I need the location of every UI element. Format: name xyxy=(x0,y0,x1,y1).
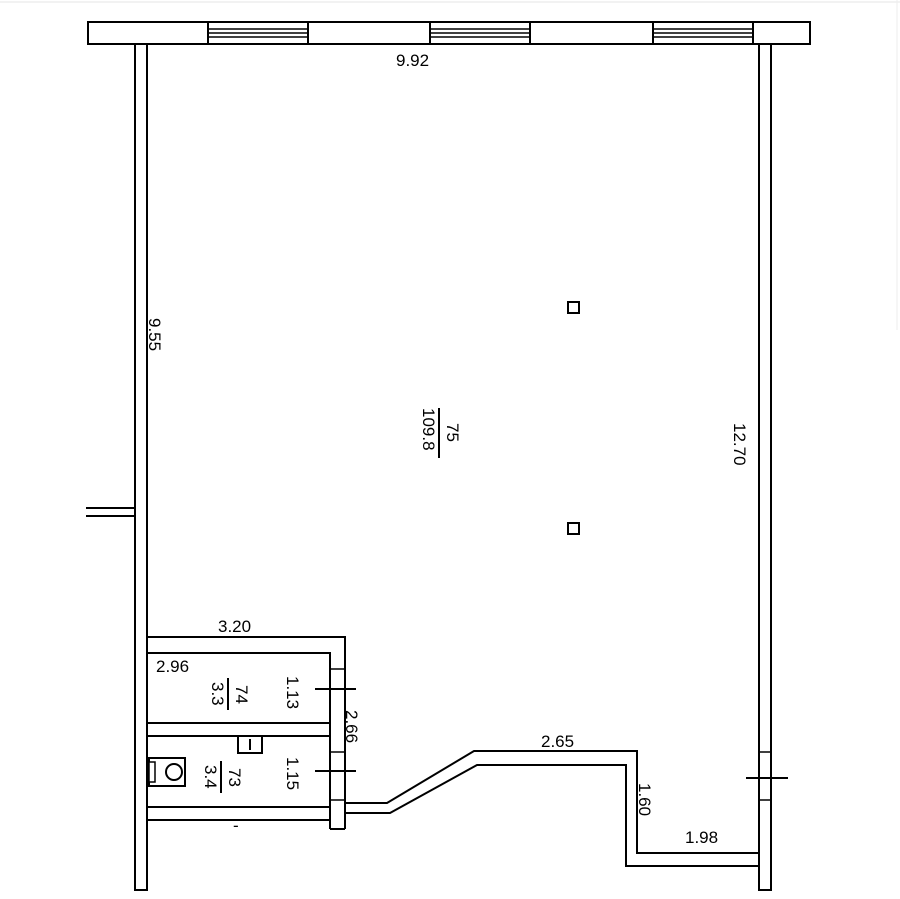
column-icon-upper xyxy=(567,301,580,314)
dim-left-wall: 9.55 xyxy=(145,318,164,351)
block-side-ticks xyxy=(330,668,345,801)
room-label-main: 75 109.8 xyxy=(419,408,462,458)
room73-number: 73 xyxy=(225,768,244,787)
room-main-number: 75 xyxy=(443,423,462,442)
top-window-2 xyxy=(429,21,531,45)
corridor-walls xyxy=(345,750,759,867)
dim-top-wall: 9.92 xyxy=(396,51,429,70)
dim-partition-top: 3.20 xyxy=(218,617,251,636)
top-window-1 xyxy=(207,21,309,45)
left-stub-wall xyxy=(86,507,135,517)
sink-icon xyxy=(237,735,263,754)
dim-room74-depth: 1.13 xyxy=(283,676,302,709)
dim-bath-block: 2.66 xyxy=(342,710,361,743)
room-label-74: 74 3.3 xyxy=(208,678,251,710)
toilet-icon xyxy=(148,757,186,787)
column-icon-lower xyxy=(567,522,580,535)
left-wall xyxy=(134,43,148,891)
top-window-3 xyxy=(652,21,754,45)
dim-niche-width: 1.98 xyxy=(685,828,718,847)
right-wall xyxy=(758,43,772,891)
room74-number: 74 xyxy=(232,685,251,704)
small-dash-mark: - xyxy=(233,816,239,835)
room73-area: 3.4 xyxy=(201,765,220,789)
dim-room73-depth: 1.15 xyxy=(283,757,302,790)
dim-room74-width: 2.96 xyxy=(156,657,189,676)
room-label-73: 73 3.4 xyxy=(201,761,244,793)
room-main-area: 109.8 xyxy=(419,408,438,451)
dim-corridor: 2.65 xyxy=(541,732,574,751)
dim-right-wall: 12.70 xyxy=(730,423,749,466)
dim-niche-depth: 1.60 xyxy=(635,783,654,816)
room74-area: 3.3 xyxy=(208,682,227,706)
